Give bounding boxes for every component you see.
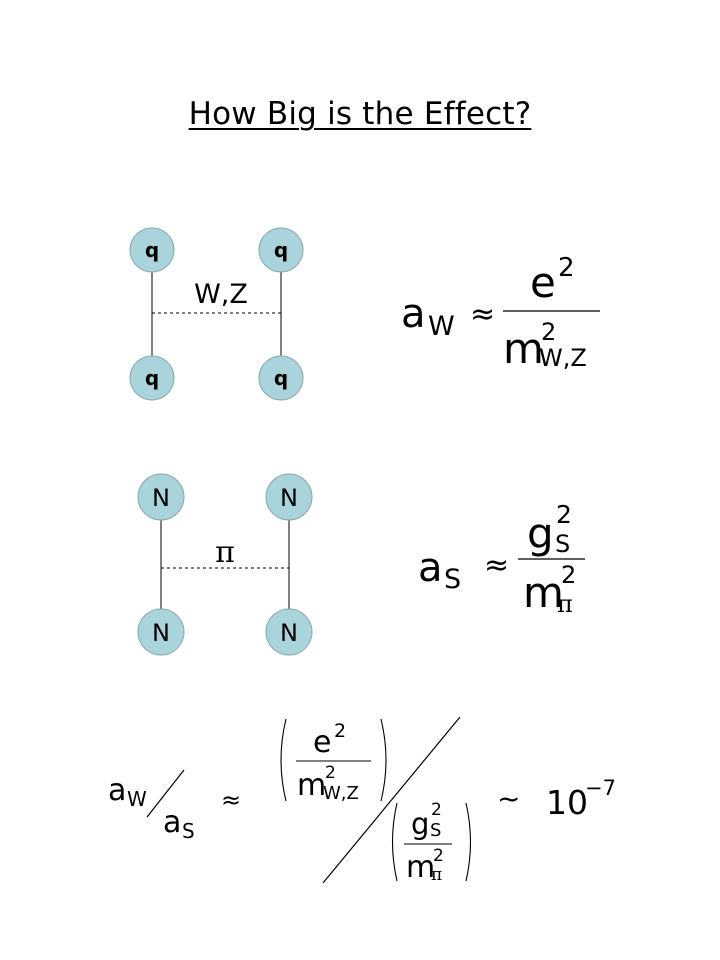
page-title: How Big is the Effect? xyxy=(188,96,532,132)
node-label: q xyxy=(145,366,159,390)
wz-label: W,Z xyxy=(194,279,248,310)
big-numerator-exp: 2 xyxy=(334,720,346,742)
nucleon-exchange-diagram: N N N N π xyxy=(137,473,313,656)
denominator-sub: W,Z xyxy=(539,344,587,372)
left-paren xyxy=(280,718,287,802)
ratio-top-base: a xyxy=(108,773,126,808)
quark-node-top-left: q xyxy=(129,227,175,273)
tilde-symbol: ~ xyxy=(497,782,520,815)
approx-symbol: ≈ xyxy=(470,297,495,332)
node-label: N xyxy=(152,619,170,647)
numerator-e: e xyxy=(530,258,556,307)
quark-exchange-diagram: q q q q W,Z xyxy=(129,227,304,401)
nucleon-node-bottom-left: N xyxy=(137,608,185,656)
ratio-top-sub: W xyxy=(127,787,147,811)
approx-symbol: ≈ xyxy=(484,548,509,583)
numerator-sub: S xyxy=(555,530,570,558)
left-paren xyxy=(392,802,398,882)
big-numerator-den-exp: 2 xyxy=(325,763,336,783)
nucleon-node-top-left: N xyxy=(137,473,185,521)
as-base: a xyxy=(418,545,443,591)
big-denominator-den-sub: π xyxy=(431,865,442,885)
denominator-sub: π xyxy=(557,590,573,618)
right-paren xyxy=(465,802,471,882)
denominator-m: m xyxy=(503,324,544,373)
big-denominator-g: g xyxy=(411,807,429,841)
quark-node-bottom-left: q xyxy=(129,355,175,401)
aw-sub: W xyxy=(428,311,455,342)
ratio-bottom-sub: S xyxy=(182,819,195,843)
right-paren xyxy=(380,718,387,802)
approx-symbol: ≈ xyxy=(221,786,241,814)
ratio-bottom-base: a xyxy=(163,805,181,840)
quark-node-bottom-right: q xyxy=(258,355,304,401)
big-numerator-den-m: m xyxy=(297,768,326,803)
pion-label: π xyxy=(215,535,235,570)
big-division-slash xyxy=(322,716,461,884)
big-denominator-den-m: m xyxy=(406,850,435,885)
nucleon-node-bottom-right: N xyxy=(265,608,313,656)
big-denominator-exp: 2 xyxy=(431,800,442,820)
big-numerator-den-sub: W,Z xyxy=(323,783,359,804)
numerator-exp: 2 xyxy=(558,253,575,283)
as-sub: S xyxy=(444,564,461,595)
result-base: 10 xyxy=(546,783,588,822)
node-label: q xyxy=(274,238,288,262)
quark-node-top-right: q xyxy=(258,227,304,273)
big-denominator-sub: S xyxy=(430,820,441,841)
node-label: N xyxy=(280,619,298,647)
aw-base: a xyxy=(401,291,426,337)
node-label: q xyxy=(274,366,288,390)
node-label: q xyxy=(145,238,159,262)
ratio-small-slash xyxy=(146,769,185,818)
big-numerator-e: e xyxy=(313,725,331,760)
numerator-g: g xyxy=(527,509,554,558)
weak-formula: a W ≈ e 2 m 2 W,Z xyxy=(401,253,600,373)
result-exponent: −7 xyxy=(585,776,616,800)
denominator-exp: 2 xyxy=(561,561,576,589)
ratio-formula: a W a S ≈ e 2 m 2 W,Z g 2 S m 2 xyxy=(108,716,616,885)
numerator-exp: 2 xyxy=(556,500,572,529)
denominator-m: m xyxy=(523,568,564,617)
node-label: N xyxy=(280,484,298,512)
node-label: N xyxy=(152,484,170,512)
nucleon-node-top-right: N xyxy=(265,473,313,521)
denominator-exp: 2 xyxy=(541,318,556,346)
strong-formula: a S ≈ g 2 S m 2 π xyxy=(418,500,585,618)
big-denominator-den-exp: 2 xyxy=(433,846,444,866)
